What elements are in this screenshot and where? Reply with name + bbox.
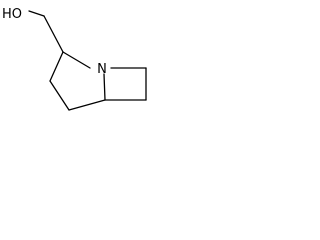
bond-c2-to-c3 xyxy=(49,51,64,82)
bond-c4-to-c5 xyxy=(68,99,106,111)
nitrogen-label: N xyxy=(97,62,107,77)
bond-c3-to-c4 xyxy=(49,80,70,111)
bond-c5-to-nitrogen xyxy=(103,73,106,101)
bond-oxygen-to-methylene xyxy=(28,10,45,17)
bond-methylene-to-c2 xyxy=(43,15,64,53)
bond-c2-to-nitrogen xyxy=(62,51,91,69)
structure-diagram: HO N xyxy=(2,7,147,111)
hydroxyl-label: HO xyxy=(2,7,22,22)
